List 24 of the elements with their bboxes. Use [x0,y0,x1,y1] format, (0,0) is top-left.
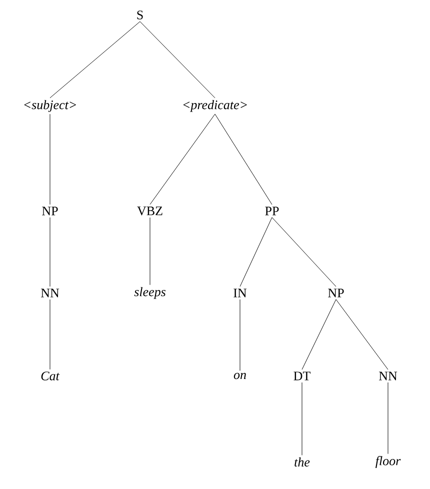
tree-branch [140,21,216,98]
category-label: VBZ [137,206,162,216]
word-label: the [294,457,310,467]
tree-branch [214,114,272,205]
category-label: NP [328,288,344,298]
category-label: PP [265,206,279,216]
role-label: <subject> [24,100,76,112]
tree-branch [272,217,336,287]
tree-branch [240,217,272,287]
category-label: NN [41,288,60,298]
tree-branch [336,299,388,370]
word-label: floor [376,456,401,468]
tree-branch [50,21,140,98]
category-label: IN [234,288,247,298]
category-label: NN [378,372,398,380]
tree-branch [150,114,216,205]
word-label: Cat [41,372,60,380]
role-label: <predicate> [183,100,247,112]
word-label: on [234,372,246,380]
category-label: DT [294,372,310,380]
tree-branch [302,299,336,370]
category-label: S [137,10,143,20]
word-label: sleeps [134,287,166,299]
category-label: NP [42,206,58,216]
